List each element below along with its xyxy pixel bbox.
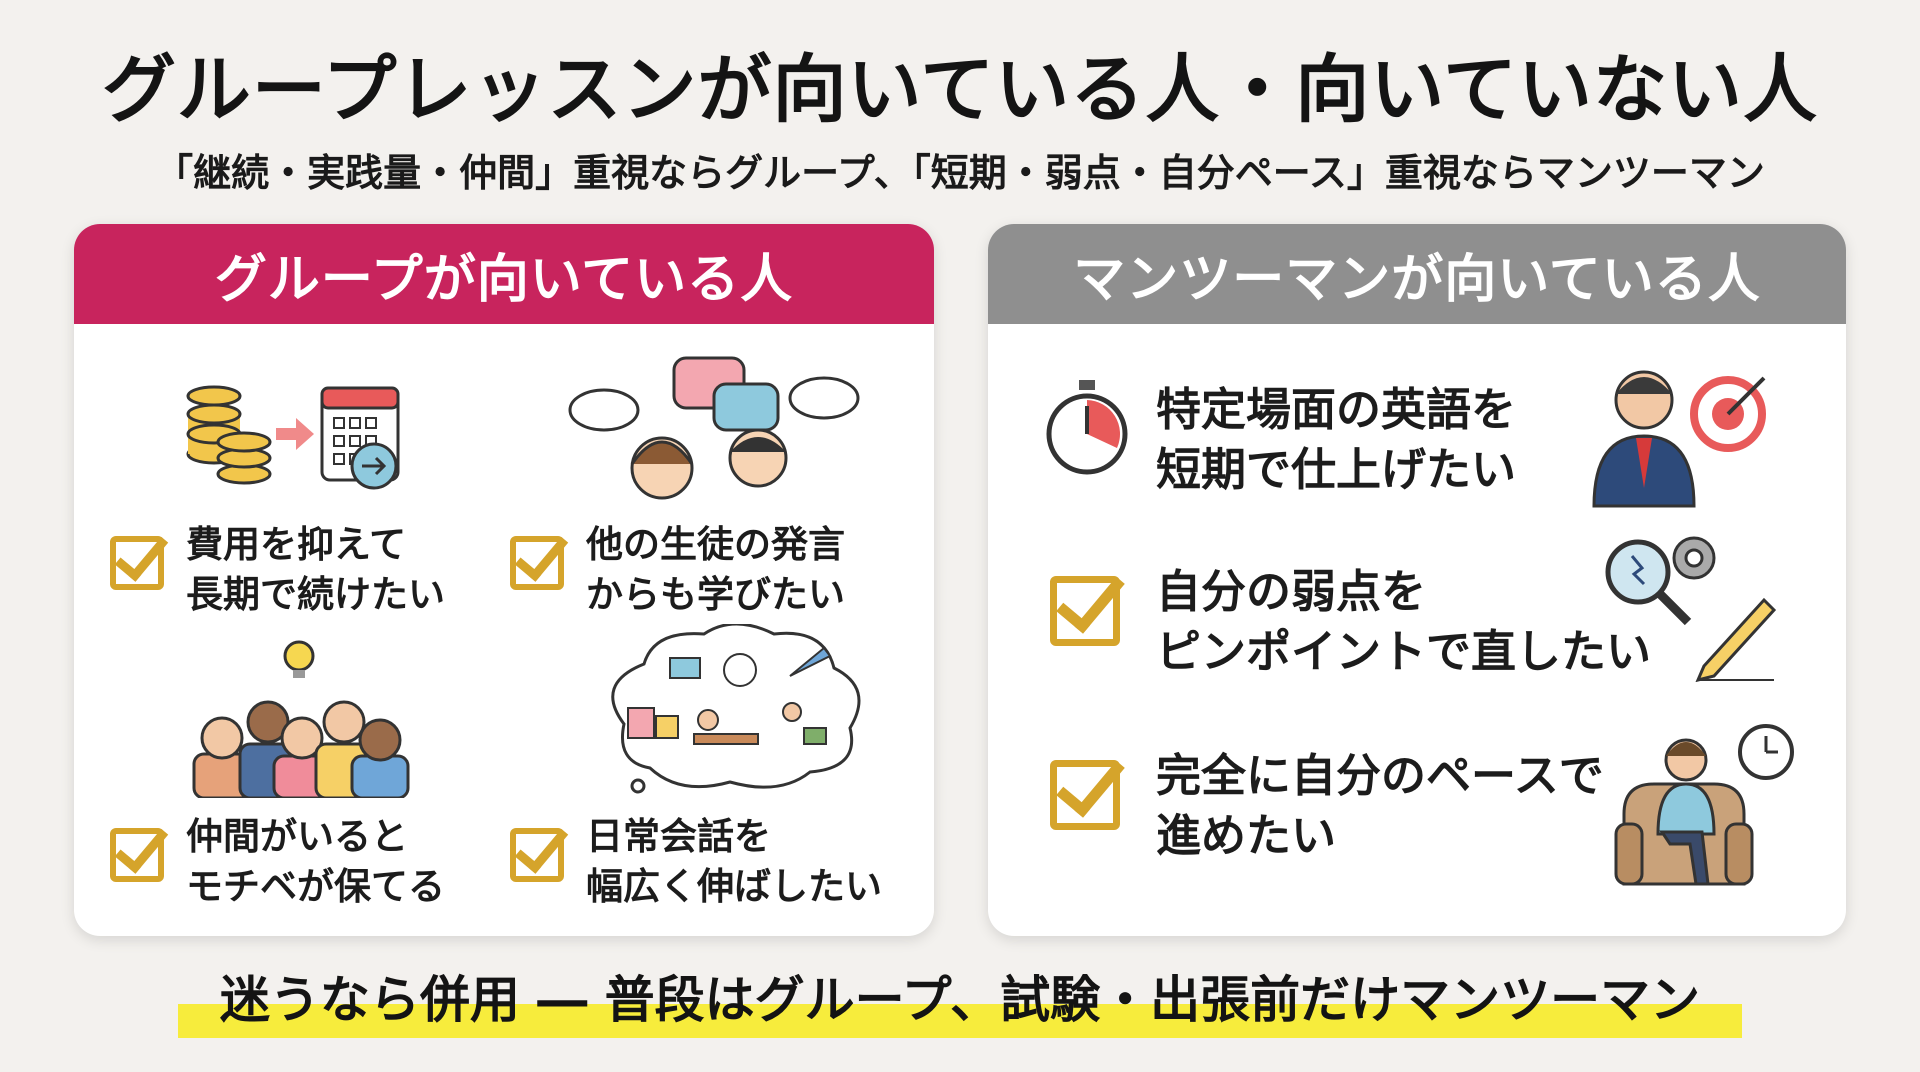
page-subtitle: 「継続・実践量・仲間」重視ならグループ、「短期・弱点・自分ペース」重視ならマンツ… [155, 151, 1765, 195]
check-icon [1050, 576, 1120, 646]
item-line-1: 自分の弱点を [1156, 565, 1427, 618]
group-lightbulb-icon [192, 640, 410, 798]
page-title: グループレッスンが向いている人・向いていない人 [101, 47, 1819, 133]
item-line-1: 完全に自分のペースで [1156, 749, 1604, 802]
item-text: 完全に自分のペースで 進めたい [1156, 746, 1604, 866]
group-card: グループが向いている人 費用を抑えて 長期で続けたい [74, 224, 934, 936]
item-line-1: 日常会話を [586, 815, 771, 858]
stopwatch-icon [1046, 380, 1128, 475]
chat-bubbles-people-icon [568, 356, 860, 500]
coins-calendar-icon [186, 385, 400, 490]
check-icon [110, 828, 164, 882]
item-text: 自分の弱点を ピンポイントで直したい [1156, 562, 1651, 682]
footer-text: 迷うなら併用 ― 普段はグループ、試験・出張前だけマンツーマン [219, 971, 1701, 1029]
item-line-1: 仲間がいると [186, 815, 408, 858]
check-icon [110, 536, 164, 590]
item-line-1: 特定場面の英語を [1156, 383, 1517, 436]
check-icon [510, 828, 564, 882]
item-text: 日常会話を 幅広く伸ばしたい [586, 812, 882, 912]
item-line-2: 進めたい [1156, 809, 1337, 862]
check-icon [1050, 760, 1120, 830]
businessman-target-icon [1592, 370, 1766, 508]
thought-cloud-daily-life-icon [611, 624, 861, 794]
footer-highlight [178, 1004, 1742, 1038]
group-card-header: グループが向いている人 [74, 224, 934, 324]
armchair-clock-icon [1614, 724, 1794, 886]
check-icon [510, 536, 564, 590]
item-text: 他の生徒の発言 からも学びたい [586, 520, 845, 620]
item-line-2: 長期で続けたい [186, 573, 445, 616]
one-on-one-card-header: マンツーマンが向いている人 [988, 224, 1846, 324]
magnifier-gear-pencil-icon [1605, 536, 1777, 682]
item-text: 特定場面の英語を 短期で仕上げたい [1156, 380, 1516, 500]
footer-banner: 迷うなら併用 ― 普段はグループ、試験・出張前だけマンツーマン [178, 968, 1742, 1042]
item-line-2: ピンポイントで直したい [1156, 625, 1652, 678]
item-line-1: 費用を抑えて [186, 523, 407, 566]
item-text: 仲間がいると モチベが保てる [186, 812, 445, 912]
item-line-2: からも学びたい [586, 573, 845, 616]
item-line-2: 幅広く伸ばしたい [586, 865, 882, 908]
one-on-one-card: マンツーマンが向いている人 特定場面の英語を 短期で仕上げたい 自分の弱点を ピ… [988, 224, 1846, 936]
item-line-2: 短期で仕上げたい [1156, 443, 1517, 496]
item-line-1: 他の生徒の発言 [586, 523, 845, 566]
item-line-2: モチベが保てる [186, 865, 445, 908]
item-text: 費用を抑えて 長期で続けたい [186, 520, 445, 620]
